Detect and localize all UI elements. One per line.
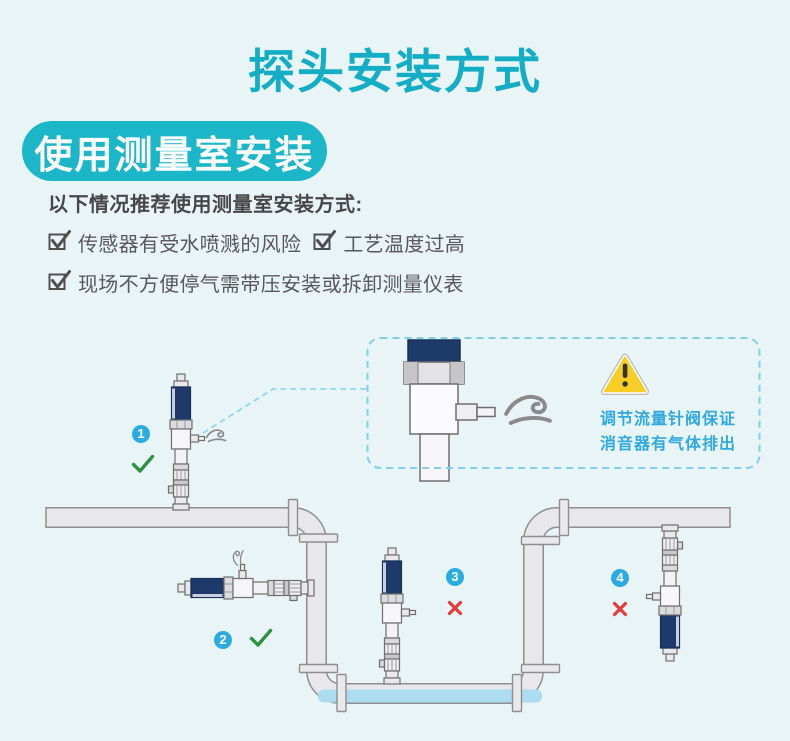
- gas-exhaust-swirl-large: [504, 394, 552, 426]
- marker-1-badge: 1: [132, 425, 150, 443]
- callout-connector-line: [202, 388, 367, 434]
- checklist-item-label: 工艺温度过高: [343, 234, 466, 256]
- probe-2-side-mounted: [177, 563, 315, 602]
- marker-1-number: 1: [137, 426, 145, 441]
- checkbox-checked-icon: [48, 230, 71, 250]
- warning-triangle-icon: [601, 353, 649, 395]
- callout-warning-line1: 调节流量针阀保证: [600, 411, 737, 428]
- callout-enlarged-probe: [403, 339, 496, 482]
- marker-3-badge: 3: [446, 568, 464, 586]
- checkbox-checked-icon: [313, 230, 337, 250]
- gas-exhaust-swirl-probe1: [205, 429, 227, 443]
- check-mark-icon-1: [131, 454, 155, 473]
- probe-4-upside-down: [645, 524, 684, 662]
- checklist-row-2: 现场不方便停气需带压安装或拆卸测量仪表: [48, 268, 758, 297]
- marker-3-number: 3: [451, 569, 459, 584]
- callout-box: [366, 337, 761, 469]
- marker-2-number: 2: [219, 632, 227, 647]
- marker-4-number: 4: [616, 570, 624, 585]
- probe-3-bottom-pipe: [378, 547, 417, 685]
- callout-warning-line2: 消音器有气体排出: [600, 436, 737, 453]
- marker-2-badge: 2: [214, 631, 232, 649]
- checklist-item-label: 现场不方便停气需带压安装或拆卸测量仪表: [78, 274, 464, 296]
- checklist-heading: 以下情况推荐使用测量室安装方式:: [48, 194, 363, 216]
- checklist-item: 传感器有受水喷溅的风险: [48, 228, 301, 257]
- gas-exhaust-swirl-probe2: [231, 548, 245, 567]
- cross-mark-icon-4: [612, 601, 628, 617]
- checklist-item-label: 传感器有受水喷溅的风险: [78, 234, 302, 256]
- page-title: 探头安装方式: [248, 45, 542, 98]
- check-mark-icon-2: [249, 628, 273, 647]
- probe-1-top-mounted: [167, 373, 206, 511]
- checklist-row-1: 传感器有受水喷溅的风险 工艺温度过高: [48, 228, 758, 257]
- checkbox-checked-icon: [48, 270, 71, 290]
- water-in-pipe: [318, 689, 542, 703]
- checklist-item: 现场不方便停气需带压安装或拆卸测量仪表: [48, 268, 464, 297]
- pipe-flanges: [287, 498, 570, 713]
- cross-mark-icon-3: [447, 600, 463, 616]
- checklist-item: 工艺温度过高: [313, 228, 465, 257]
- section-badge: 使用测量室安装: [22, 121, 327, 181]
- recommendation-checklist: 以下情况推荐使用测量室安装方式: 传感器有受水喷溅的风险 工艺温度过高: [48, 188, 758, 297]
- marker-4-badge: 4: [611, 569, 629, 587]
- section-badge-label: 使用测量室安装: [34, 134, 315, 177]
